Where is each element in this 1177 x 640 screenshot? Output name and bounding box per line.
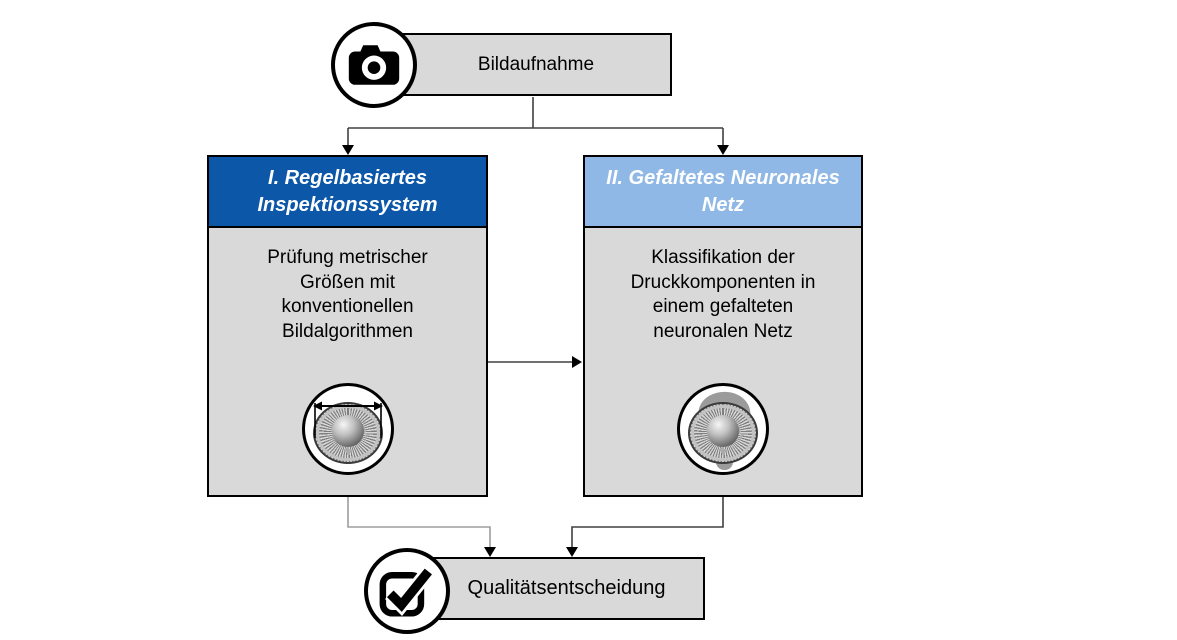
rule-based-title-line2: Inspektionssystem	[257, 193, 438, 216]
rule-based-line4: Bildalgorithmen	[282, 321, 413, 343]
node-bildaufnahme: Bildaufnahme	[400, 33, 672, 96]
arrowhead-middle	[572, 356, 582, 368]
cnn-title-line1: II. Gefaltetes Neuronales	[606, 167, 840, 190]
arrowhead-decision-left	[484, 547, 496, 557]
arrowhead-decision-right	[566, 547, 578, 557]
rule-based-line3: konventionellen	[281, 296, 414, 318]
arrowhead-left-box	[342, 145, 354, 155]
connector-bottom-left	[347, 497, 491, 548]
rule-based-title-line1: I. Regelbasiertes	[268, 167, 427, 190]
node-rule-based-system: I. Regelbasiertes Inspektionssystem Prüf…	[207, 155, 488, 497]
rule-based-description: Prüfung metrischer Größen mit konvention…	[209, 246, 486, 345]
check-icon	[364, 548, 450, 634]
node-bildaufnahme-label: Bildaufnahme	[477, 53, 595, 75]
impeller-photo	[688, 402, 758, 465]
node-neural-network: II. Gefaltetes Neuronales Netz Klassifik…	[583, 155, 863, 497]
arrowhead-right-box	[717, 145, 729, 155]
measurement-arrow-icon	[312, 401, 383, 438]
cnn-line3: einem gefalteten	[652, 296, 794, 318]
camera-icon	[331, 22, 417, 108]
cnn-body: Klassifikation der Druckkomponenten in e…	[585, 246, 861, 475]
check-glyph	[379, 566, 435, 617]
impeller-question-image	[677, 383, 769, 475]
connector-bottom-right	[571, 497, 724, 548]
cnn-line2: Druckkomponenten in	[630, 271, 816, 293]
rule-based-header: I. Regelbasiertes Inspektionssystem	[209, 157, 486, 228]
node-qualitaetsentscheidung-label: Qualitätsentscheidung	[467, 577, 666, 599]
rule-based-line2: Größen mit	[299, 271, 396, 293]
cnn-line1: Klassifikation der	[651, 247, 795, 268]
camera-glyph	[348, 45, 400, 85]
cnn-description: Klassifikation der Druckkomponenten in e…	[585, 246, 861, 345]
rule-based-body: Prüfung metrischer Größen mit konvention…	[209, 246, 486, 475]
cnn-title-line2: Netz	[701, 193, 745, 216]
rule-based-line1: Prüfung metrischer	[267, 247, 428, 268]
impeller-photo	[312, 402, 383, 465]
node-qualitaetsentscheidung: Qualitätsentscheidung	[428, 557, 705, 620]
impeller-measurement-image	[301, 383, 394, 475]
cnn-header: II. Gefaltetes Neuronales Netz	[585, 157, 861, 228]
cnn-line4: neuronalen Netz	[653, 321, 793, 343]
